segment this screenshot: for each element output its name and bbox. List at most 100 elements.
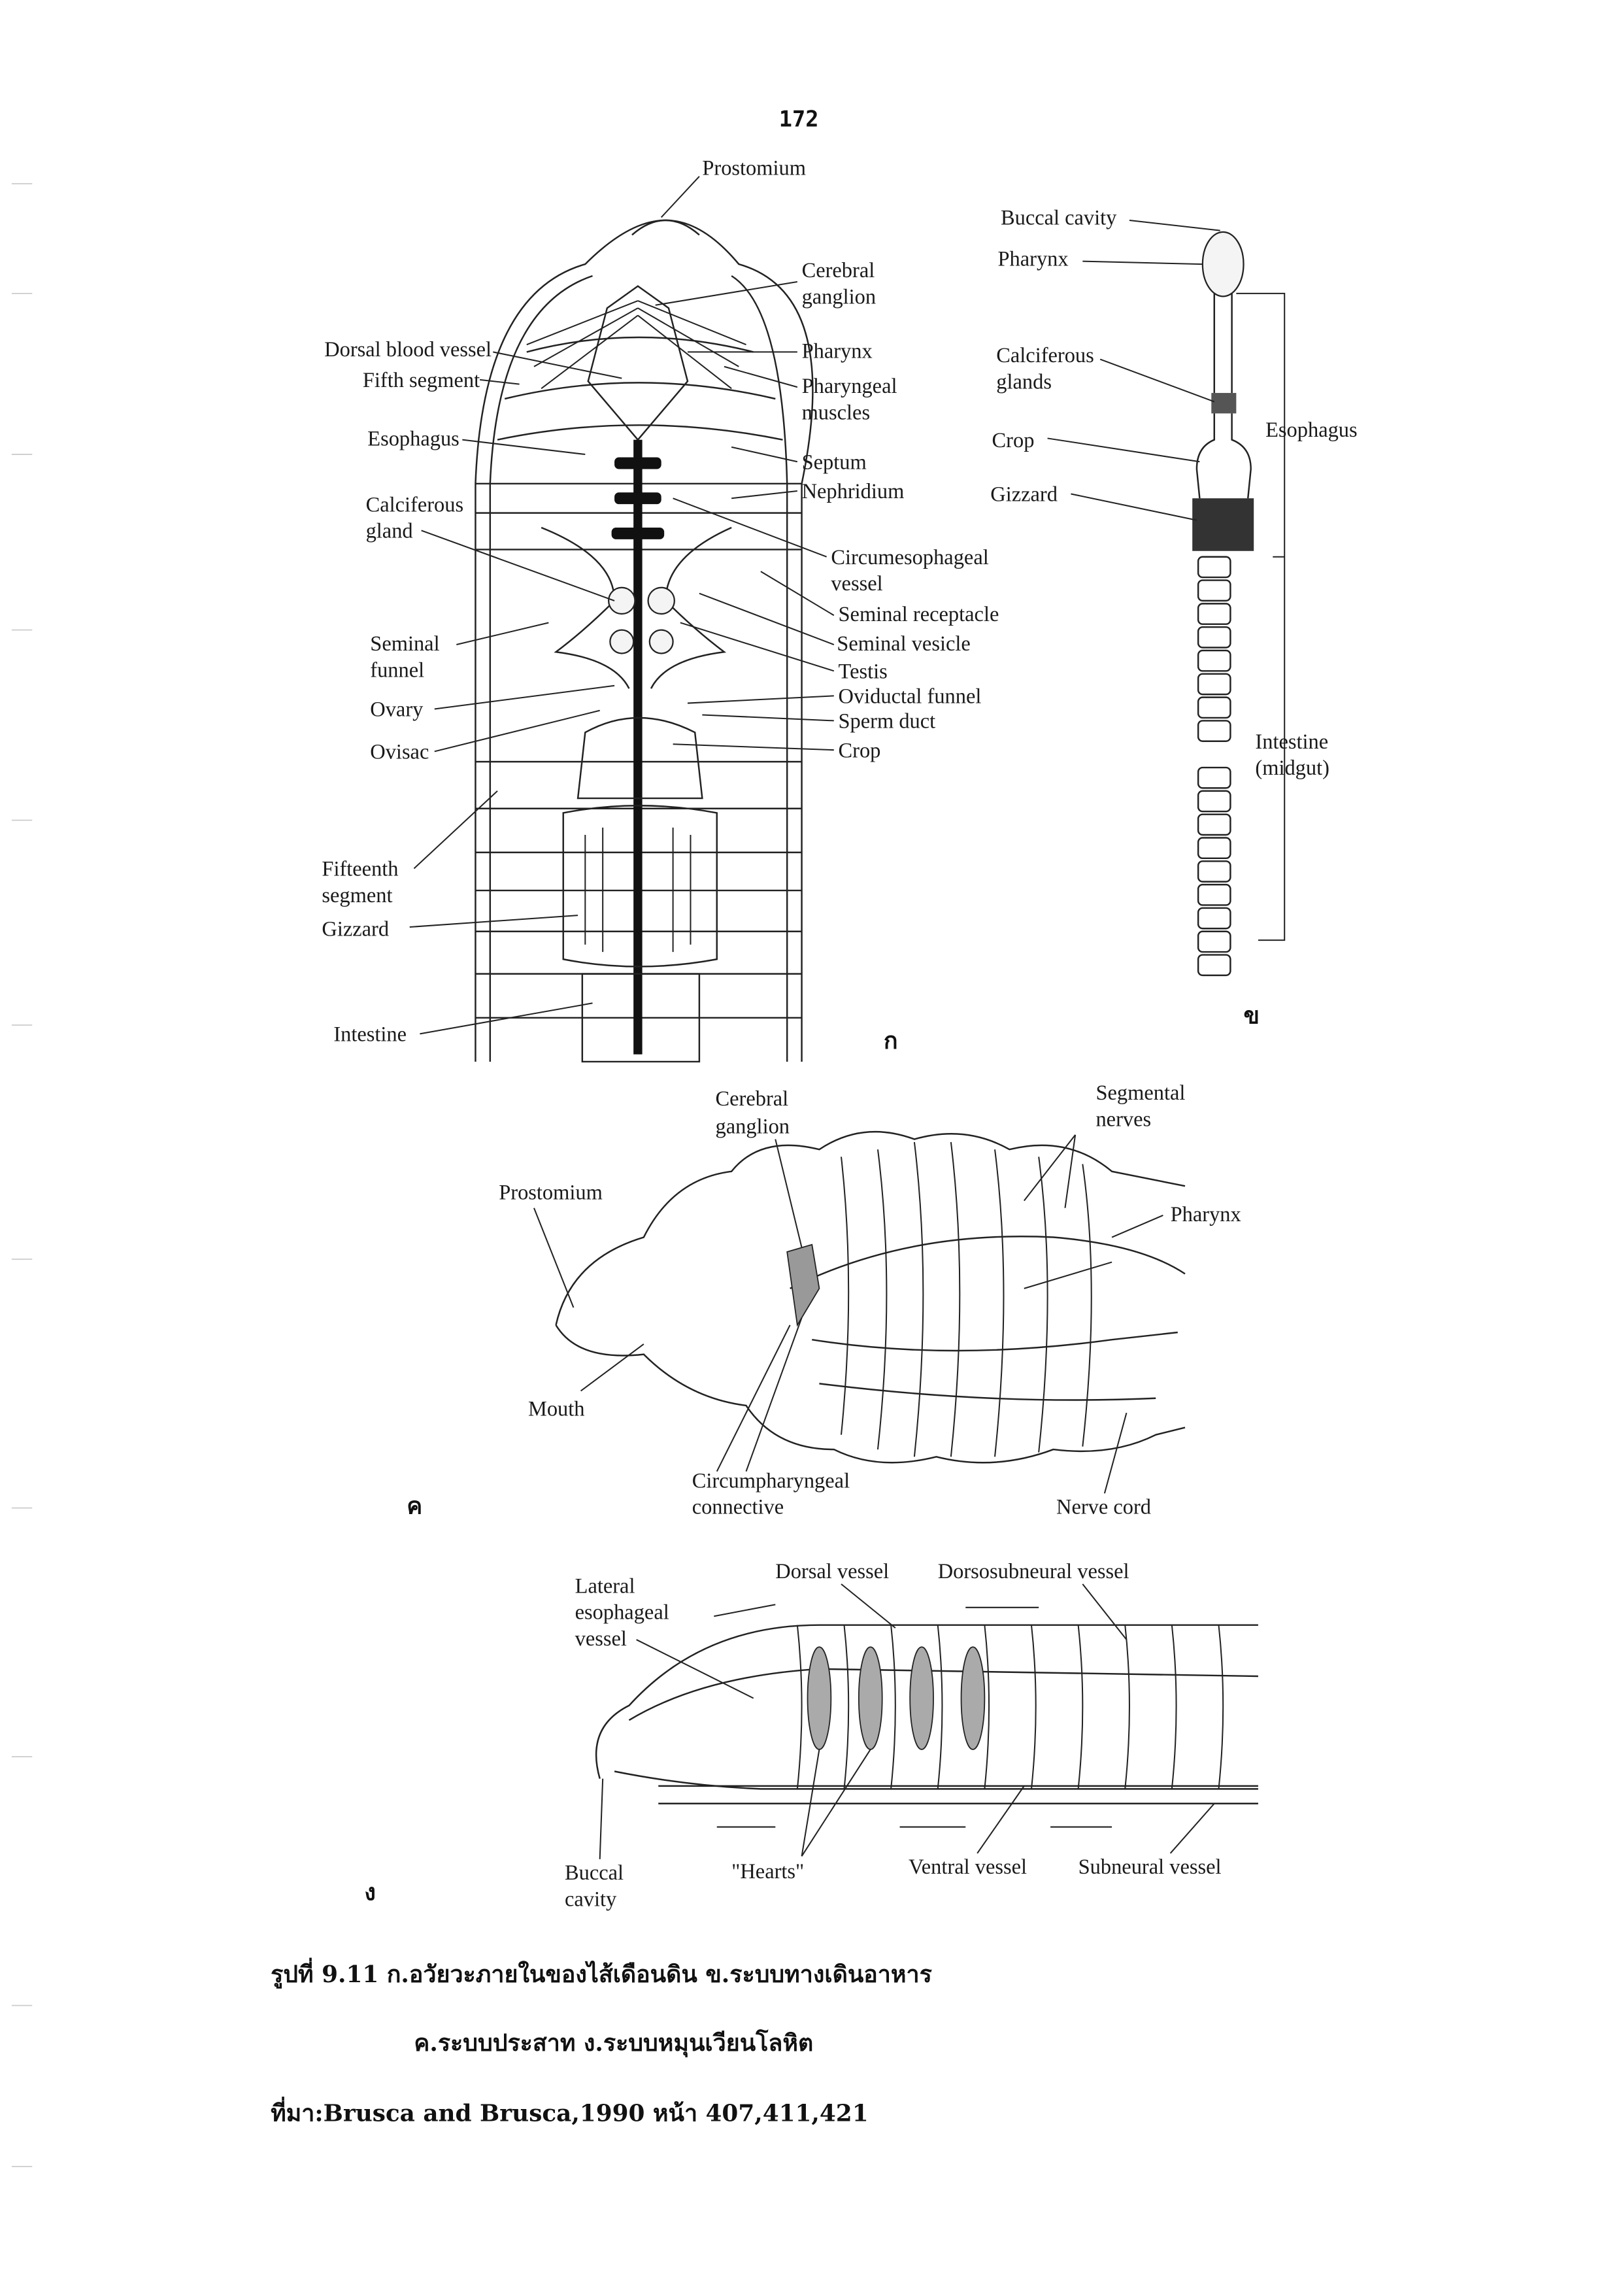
panel-b-digestive-tract-drawing [1192, 231, 1286, 977]
intestine-segment [1197, 930, 1231, 953]
label-ventral-vessel: Ventral vessel [909, 1855, 1027, 1879]
segment-vessel [843, 1625, 850, 1789]
segment-vessel [890, 1625, 896, 1789]
intestine-segment [1197, 883, 1231, 906]
label-buccal-cavity-d: Buccal [565, 1861, 624, 1885]
intestine-segment [1197, 766, 1231, 789]
intestine-segment [1197, 813, 1231, 836]
panel-a-leader-lines [409, 176, 835, 1035]
label-prostomium: Prostomium [702, 157, 806, 180]
panel-a-labels: Prostomium Cerebral ganglion Dorsal bloo… [322, 157, 999, 1055]
label-seminal-receptacle: Seminal receptacle [839, 603, 999, 626]
panel-b-labels: Buccal cavity Pharynx Calciferous glands… [990, 207, 1357, 1030]
label-calciferous-glands-2: glands [996, 370, 1052, 394]
label-gizzard-b: Gizzard [990, 483, 1058, 507]
intestine-segment [1197, 556, 1231, 579]
segment-vessel [1124, 1625, 1130, 1789]
label-circumesophageal-vessel-2: vessel [831, 572, 882, 596]
label-lateral-esophageal-vessel: Lateral [575, 1574, 635, 1598]
segment-vessel [1077, 1625, 1084, 1789]
label-crop: Crop [839, 739, 881, 762]
label-intestine: Intestine [333, 1023, 407, 1047]
label-oviductal-funnel: Oviductal funnel [839, 685, 982, 709]
panel-a-internal-anatomy-drawing [475, 219, 814, 1063]
label-ovary: Ovary [370, 698, 424, 722]
label-segmental-nerves: Segmental [1095, 1081, 1185, 1105]
panel-b-marker: ข [1244, 1002, 1260, 1030]
segment-vessel [937, 1625, 943, 1789]
intestine-segment [1197, 790, 1231, 813]
label-gizzard: Gizzard [322, 917, 389, 941]
panel-c-labels: Cerebral ganglion Segmental nerves Prost… [407, 1081, 1241, 1519]
label-pharyngeal-muscles: Pharyngeal [802, 375, 897, 398]
panel-a-marker: ก [884, 1027, 898, 1055]
label-prostomium-c: Prostomium [499, 1181, 603, 1204]
label-calciferous-gland-2: gland [366, 520, 413, 543]
label-dorsal-blood-vessel: Dorsal blood vessel [324, 338, 492, 362]
segment-vessel [984, 1625, 990, 1789]
label-buccal-cavity-d-2: cavity [565, 1887, 617, 1911]
label-segmental-nerves-2: nerves [1095, 1107, 1151, 1131]
label-cerebral-ganglion: Cerebral [802, 259, 875, 282]
label-dorsosubneural-vessel: Dorsosubneural vessel [938, 1560, 1129, 1583]
label-calciferous-gland: Calciferous [366, 493, 464, 516]
figure-caption: รูปที่ 9.11 ก.อวัยวะภายในของไส้เดือนดิน … [271, 1957, 932, 2127]
label-fifth-segment: Fifth segment [363, 369, 480, 392]
caption-source: ที่มา:Brusca and Brusca,1990 หน้า 407,41… [271, 2096, 869, 2127]
label-dorsal-vessel: Dorsal vessel [775, 1560, 889, 1583]
label-nerve-cord: Nerve cord [1056, 1496, 1151, 1519]
panel-c-nervous-system-drawing [555, 1130, 1186, 1464]
label-nephridium: Nephridium [802, 480, 905, 503]
caption-line-1: รูปที่ 9.11 ก.อวัยวะภายในของไส้เดือนดิน … [271, 1957, 932, 1989]
intestine-segment [1197, 649, 1231, 672]
segment-vessel [1171, 1625, 1177, 1789]
segment-vessel [1218, 1625, 1224, 1789]
label-mouth: Mouth [528, 1398, 585, 1421]
caption-line-2: ค.ระบบประสาท ง.ระบบหมุนเวียนโลหิต [414, 2029, 813, 2057]
label-calciferous-glands: Calciferous [996, 344, 1094, 367]
label-seminal-vesicle: Seminal vesicle [837, 632, 970, 656]
intestine-segment [1197, 603, 1231, 625]
panel-b-leader-lines [1047, 219, 1220, 521]
panel-d-circulatory-system-drawing [595, 1604, 1258, 1828]
page-number: 172 [779, 107, 819, 132]
label-sperm-duct: Sperm duct [839, 710, 936, 734]
intestine-segment [1197, 579, 1231, 602]
panel-d-leader-lines [599, 1583, 1215, 1859]
label-subneural-vessel: Subneural vessel [1078, 1855, 1222, 1879]
panel-d-labels: Lateral esophageal vessel Dorsal vessel … [364, 1560, 1221, 1911]
label-seminal-funnel: Seminal [370, 632, 439, 656]
intestine-segment [1197, 907, 1231, 930]
segment-vessel [1030, 1625, 1037, 1789]
label-circumpharyngeal-connective: Circumpharyngeal [692, 1469, 850, 1493]
label-esophagus: Esophagus [367, 428, 460, 451]
intestine-segment [1197, 626, 1231, 649]
label-lateral-esophageal-vessel-2: esophageal [575, 1601, 669, 1625]
label-pharynx-b: Pharynx [997, 247, 1068, 271]
label-testis: Testis [839, 660, 888, 684]
intestine-segment [1197, 954, 1231, 977]
margin-marks [11, 183, 33, 2167]
label-fifteenth-segment-2: segment [322, 884, 392, 907]
intestine-segment [1197, 696, 1231, 719]
label-esophagus-b: Esophagus [1265, 418, 1358, 442]
label-pharynx-c: Pharynx [1171, 1203, 1241, 1226]
label-circumesophageal-vessel: Circumesophageal [831, 546, 988, 569]
label-cerebral-ganglion-2: ganglion [802, 286, 877, 309]
label-pharyngeal-muscles-2: muscles [802, 401, 871, 424]
intestine-segment [1197, 673, 1231, 696]
label-ovisac: Ovisac [370, 741, 429, 764]
panel-d-marker: ง [364, 1878, 375, 1906]
label-fifteenth-segment: Fifteenth [322, 858, 398, 881]
label-intestine-midgut-2: (midgut) [1255, 756, 1329, 780]
label-cerebral-ganglion-c-2: ganglion [716, 1115, 790, 1139]
panel-c-marker: ค [407, 1493, 422, 1520]
label-intestine-midgut: Intestine [1255, 730, 1328, 754]
label-lateral-esophageal-vessel-3: vessel [575, 1627, 627, 1651]
label-seminal-funnel-2: funnel [370, 658, 424, 682]
segment-vessel [796, 1625, 803, 1789]
label-hearts: "Hearts" [731, 1860, 804, 1883]
panel-c-leader-lines [533, 1134, 1163, 1494]
label-circumpharyngeal-connective-2: connective [692, 1496, 784, 1519]
